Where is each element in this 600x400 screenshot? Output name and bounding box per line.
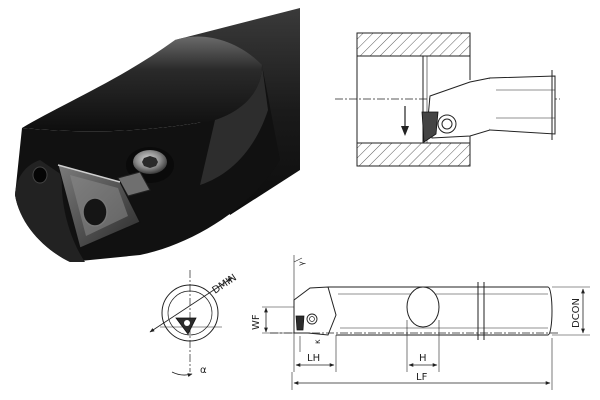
insert-hole [82, 197, 108, 227]
boring-bar-head [427, 77, 499, 139]
side-view-shank-end [547, 286, 553, 336]
flat-h-ellipse [406, 286, 440, 328]
alpha-label: α [200, 365, 207, 376]
coolant-hole [32, 166, 48, 184]
dmin-label: DMIN [211, 272, 239, 296]
boring-bar-shank [489, 75, 556, 135]
end-view: DMIN α [149, 270, 239, 377]
insert-tip [421, 111, 439, 143]
workpiece-upper-wall [356, 32, 471, 57]
gamma-slant [293, 257, 303, 263]
dmin-leader [149, 277, 233, 333]
torx-recess-icon [142, 156, 158, 168]
wf-label: WF [251, 314, 262, 330]
clamp-body [117, 171, 151, 197]
tool-head-bevel [200, 65, 268, 185]
arrow-down-icon [401, 126, 409, 136]
side-view: γ WF κ LH H LF DCON [251, 255, 590, 390]
workpiece-lower-wall [356, 142, 471, 167]
side-view-head [293, 286, 337, 336]
side-view-insert [295, 315, 305, 331]
alpha-arc [171, 371, 193, 377]
h-label: H [419, 353, 427, 364]
insert-screw-inner [441, 118, 453, 130]
side-view-screw-inner [309, 316, 315, 322]
operation-diagram [335, 32, 560, 167]
tool-photo [15, 8, 300, 262]
kappa-label: κ [313, 339, 322, 344]
insert-edge-highlight [57, 164, 121, 183]
lh-label: LH [307, 353, 320, 364]
lf-label: LF [416, 372, 428, 383]
tool-head-front [15, 160, 85, 262]
dcon-label: DCON [571, 298, 582, 328]
gamma-label: γ [297, 261, 306, 266]
tool-head-top-face [22, 36, 262, 132]
end-view-insert-hole [184, 320, 190, 326]
